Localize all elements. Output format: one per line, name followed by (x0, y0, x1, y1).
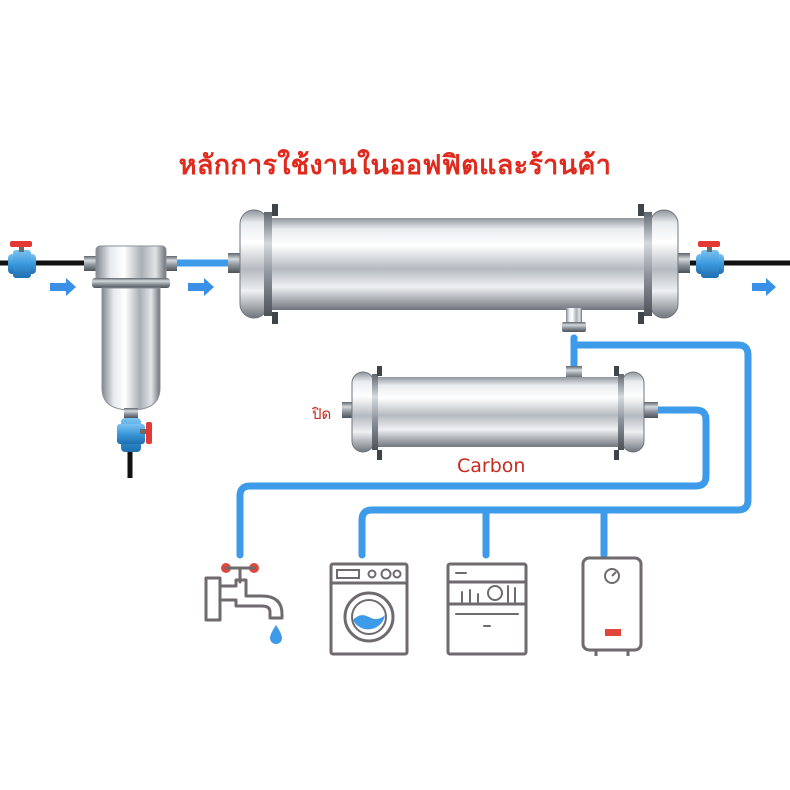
inlet-valve-icon (8, 241, 36, 278)
pre-filter-icon (84, 245, 177, 418)
drain-valve-icon (117, 418, 152, 452)
carbon-filter-label: Carbon (457, 455, 526, 477)
diagram-title: หลักการใช้งานในออฟฟิตและร้านค้า (178, 150, 612, 181)
main-filter-icon (228, 204, 690, 332)
water-pipes (166, 259, 752, 559)
closed-valve-label: ปิด (312, 405, 332, 423)
carbon-filter-icon (342, 366, 658, 460)
flow-arrow-3 (752, 278, 776, 296)
washing-machine-icon (329, 562, 409, 656)
water-heater-icon (581, 556, 643, 656)
outlet-valve-icon (696, 241, 724, 278)
flow-arrow-2 (188, 278, 214, 296)
flow-arrow-1 (50, 278, 76, 296)
faucet-icon (204, 563, 284, 644)
dishwasher-icon (446, 562, 528, 656)
